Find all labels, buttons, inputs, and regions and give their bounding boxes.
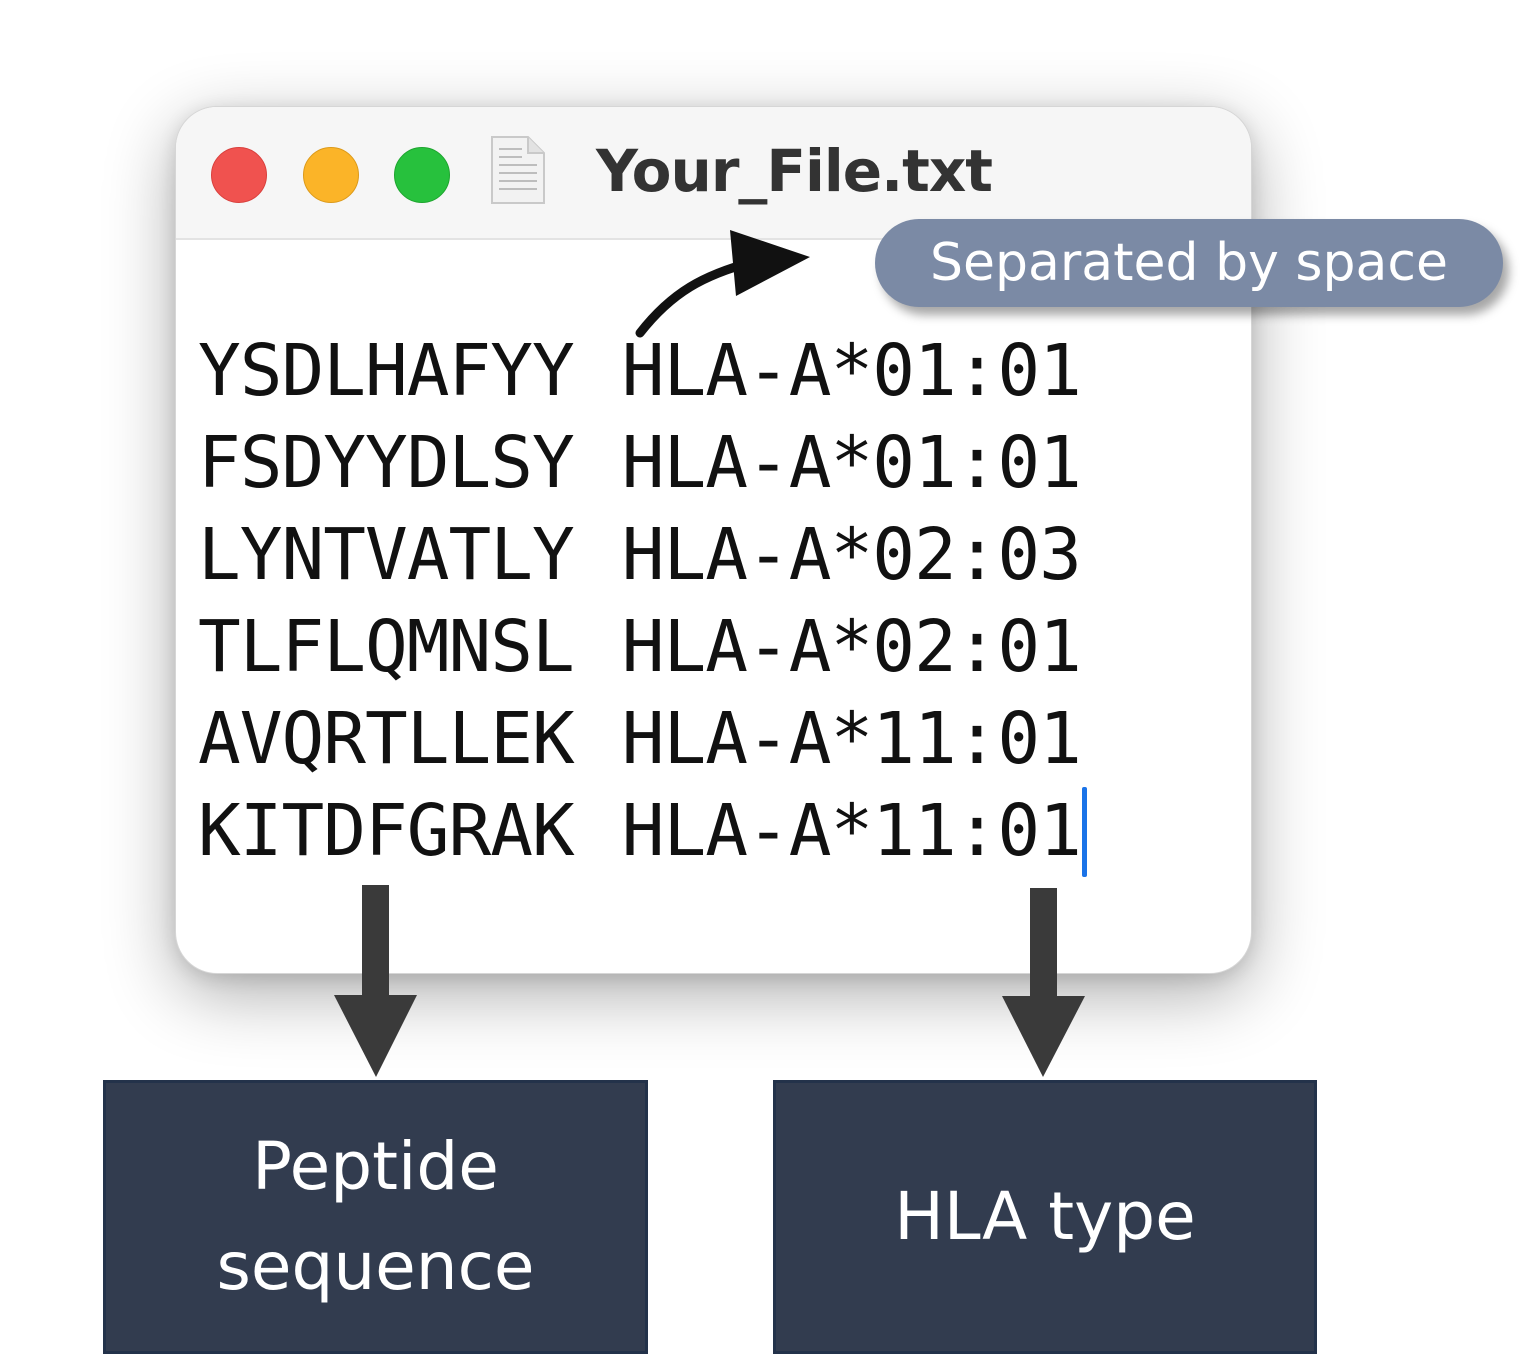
file-content[interactable]: YSDLHAFYY HLA-A*01:01 FSDYYDLSY HLA-A*01:0…: [198, 325, 1087, 877]
peptide-label-line2: sequence: [216, 1228, 535, 1305]
minimize-button[interactable]: [303, 147, 359, 203]
file-line: TLFLQMNSL HLA-A*02:01: [198, 601, 1087, 693]
hla-type: HLA-A*01:01: [621, 329, 1082, 412]
file-line: FSDYYDLSY HLA-A*01:01: [198, 417, 1087, 509]
text-document-icon: [491, 136, 545, 204]
file-line: KITDFGRAK HLA-A*11:01: [198, 785, 1087, 877]
hla-type-label-box: HLA type: [773, 1080, 1317, 1354]
hla-type: HLA-A*02:01: [621, 605, 1082, 688]
hla-type: HLA-A*11:01: [621, 789, 1082, 872]
hla-type: HLA-A*01:01: [621, 421, 1082, 504]
file-line: LYNTVATLY HLA-A*02:03: [198, 509, 1087, 601]
zoom-button[interactable]: [394, 147, 450, 203]
hla-type-label: HLA type: [894, 1178, 1196, 1255]
peptide-sequence: YSDLHAFYY: [198, 329, 575, 412]
hla-type: HLA-A*11:01: [621, 697, 1082, 780]
text-cursor: [1081, 787, 1087, 877]
file-line: AVQRTLLEK HLA-A*11:01: [198, 693, 1087, 785]
space-separator-callout: Separated by space: [875, 219, 1503, 307]
peptide-sequence: AVQRTLLEK: [198, 697, 575, 780]
title-bar: Your_File.txt: [176, 107, 1251, 240]
file-line: YSDLHAFYY HLA-A*01:01: [198, 325, 1087, 417]
peptide-sequence-label-box: Peptide sequence: [103, 1080, 648, 1354]
close-button[interactable]: [211, 147, 267, 203]
peptide-label-line1: Peptide: [252, 1128, 499, 1205]
window-title: Your_File.txt: [596, 137, 993, 205]
peptide-sequence: FSDYYDLSY: [198, 421, 575, 504]
peptide-sequence: LYNTVATLY: [198, 513, 575, 596]
peptide-sequence: TLFLQMNSL: [198, 605, 575, 688]
hla-arrow-head: [1002, 996, 1085, 1077]
peptide-sequence: KITDFGRAK: [198, 789, 575, 872]
peptide-arrow-head: [334, 995, 417, 1077]
hla-type: HLA-A*02:03: [621, 513, 1082, 596]
